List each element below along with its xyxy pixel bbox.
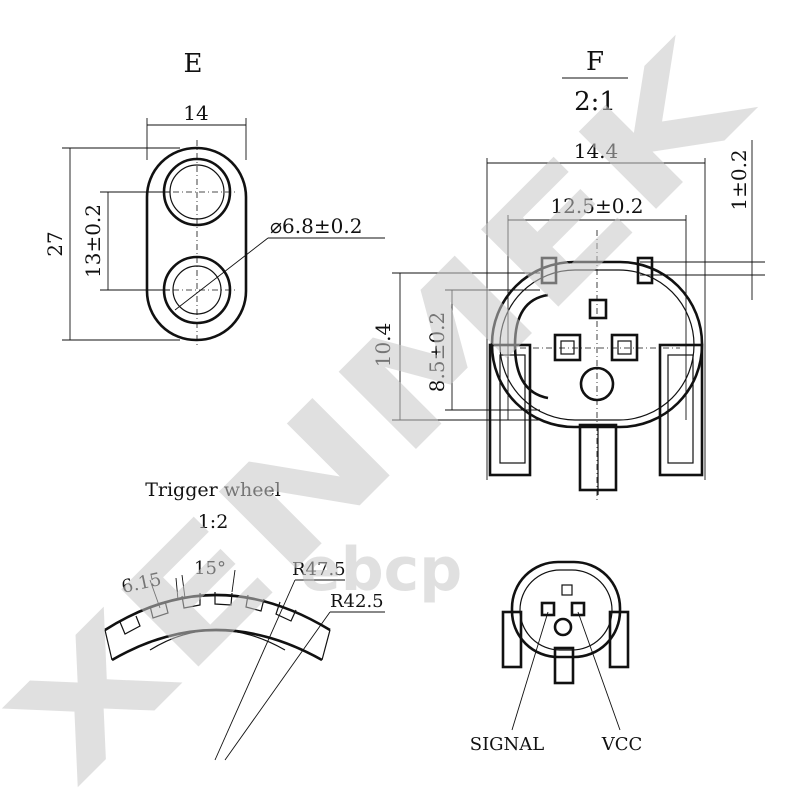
inner-height-dim: 8.5±0.2 [425,312,449,392]
vcc-label: VCC [601,734,643,755]
trigger-wheel-scale: 1:2 [198,511,229,533]
tab-offset-dim: 1±0.2 [727,149,751,210]
view-f-label: F [586,47,604,77]
inner-width-dim: 12.5±0.2 [550,194,643,218]
view-f: F 2:1 14.4 12.5±0.2 1±0.2 10.4 8.5±0.2 [371,47,765,500]
watermark-brand: XENMEK [0,9,784,800]
height-dim: 27 [43,231,67,256]
signal-label: SIGNAL [470,734,545,755]
connector-front [488,230,704,500]
width-dim: 14 [183,101,208,125]
view-e: E 14 27 13±0.2 ⌀6.8±0.2 [43,49,385,345]
pin-vcc [610,333,639,362]
outer-radius-dim: R47.5 [292,559,346,580]
trigger-wheel-title: Trigger wheel [145,479,281,501]
pinout-view: SIGNAL VCC [470,560,643,755]
sensor-body-outline [145,146,248,342]
watermark: XENMEK ebcp [0,9,784,800]
height-dim-f: 10.4 [371,323,395,368]
watermark-logo: ebcp [300,535,462,605]
pin-top [588,298,608,320]
pin-signal [553,333,582,362]
view-f-scale: 2:1 [574,87,616,117]
angle-dim: 15° [194,558,226,579]
outer-width-dim: 14.4 [574,139,619,163]
pitch-dim: 13±0.2 [81,204,105,278]
hole-diameter-dim: ⌀6.8±0.2 [270,214,362,238]
trigger-wheel: Trigger wheel 1:2 6.15 15° R47.5 R42.5 [104,479,385,761]
inner-radius-dim: R42.5 [330,591,384,612]
view-e-label: E [184,49,203,79]
